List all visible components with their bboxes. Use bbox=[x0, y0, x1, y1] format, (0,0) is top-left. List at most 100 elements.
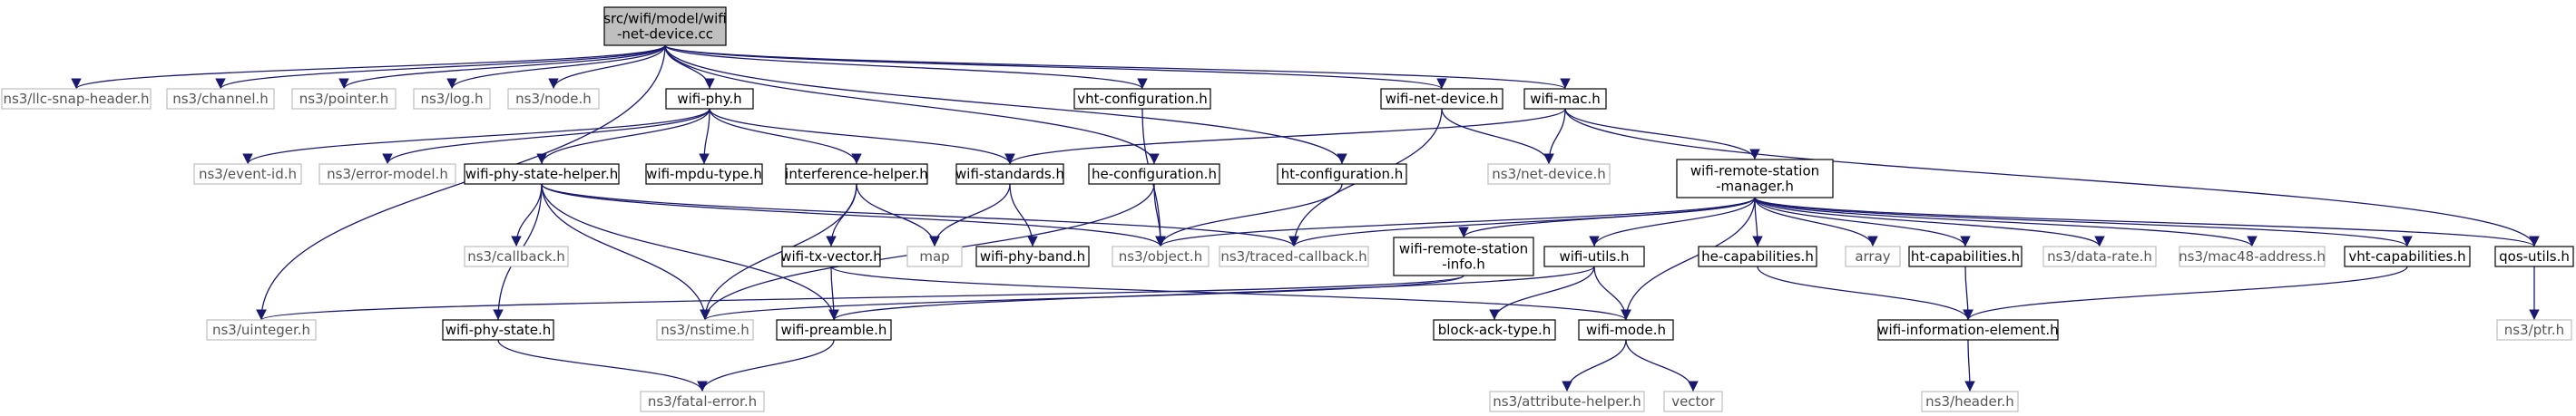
node-label: ht-configuration.h bbox=[1281, 166, 1404, 182]
node-node: ns3/node.h bbox=[507, 88, 600, 110]
node-label: ns3/mac48-address.h bbox=[2179, 248, 2326, 265]
edge-phystatehelper-to-traced bbox=[541, 183, 1299, 247]
node-box bbox=[2344, 246, 2471, 267]
node-traced: ns3/traced-callback.h bbox=[1219, 246, 1369, 267]
node-label: wifi-mode.h bbox=[1586, 322, 1666, 338]
node-array: array bbox=[1845, 246, 1901, 267]
edge-preamble-to-fatal bbox=[697, 339, 835, 392]
node-utils[interactable]: wifi-utils.h bbox=[1543, 246, 1645, 267]
node-phystatehelper[interactable]: wifi-phy-state-helper.h bbox=[464, 163, 620, 185]
node-box bbox=[1, 88, 152, 110]
node-box bbox=[665, 88, 754, 110]
node-interference[interactable]: interference-helper.h bbox=[785, 163, 928, 185]
node-uinteger: ns3/uinteger.h bbox=[206, 319, 317, 341]
node-box bbox=[906, 246, 963, 267]
node-wifiphy[interactable]: wifi-phy.h bbox=[665, 88, 754, 110]
node-box bbox=[975, 246, 1090, 267]
node-heconf[interactable]: he-configuration.h bbox=[1088, 163, 1220, 185]
node-label: ns3/ptr.h bbox=[2504, 322, 2564, 338]
node-rsinfo[interactable]: wifi-remote-station-info.h bbox=[1393, 237, 1534, 276]
node-qosutils[interactable]: qos-utils.h bbox=[2494, 246, 2574, 267]
node-label: wifi-mpdu-type.h bbox=[646, 166, 762, 182]
edge-wifinetdev-to-netdevice bbox=[1441, 108, 1554, 165]
node-label: block-ack-type.h bbox=[1438, 322, 1552, 338]
node-box bbox=[464, 246, 569, 267]
node-wifinetdev[interactable]: wifi-net-device.h bbox=[1380, 88, 1503, 110]
node-mpdutype[interactable]: wifi-mpdu-type.h bbox=[645, 163, 763, 185]
node-box bbox=[1543, 246, 1645, 267]
node-label: vht-configuration.h bbox=[1077, 91, 1207, 107]
edge-interference-to-nstime bbox=[700, 183, 857, 321]
node-label: wifi-remote-station bbox=[1690, 163, 1819, 179]
node-box bbox=[1277, 163, 1407, 185]
edge-root-to-node bbox=[548, 44, 666, 90]
node-label: ns3/net-device.h bbox=[1492, 166, 1606, 182]
node-infoelem[interactable]: wifi-information-element.h bbox=[1877, 319, 2059, 341]
node-wifimode[interactable]: wifi-mode.h bbox=[1578, 319, 1674, 341]
edge-wifiphy-to-mpdutype bbox=[699, 108, 710, 165]
edge-vhtcap-to-infoelem bbox=[1963, 266, 2408, 321]
node-label: wifi-standards.h bbox=[955, 166, 1064, 182]
edge-rsm-to-htcap bbox=[1754, 197, 1971, 247]
node-netdevice: ns3/net-device.h bbox=[1487, 163, 1611, 185]
node-root[interactable]: src/wifi/model/wifi-net-device.cc bbox=[603, 6, 727, 46]
edge-wifimac-to-rsm bbox=[1564, 108, 1760, 160]
edge-root-to-channel bbox=[215, 44, 666, 90]
node-label: ns3/error-model.h bbox=[327, 166, 448, 182]
node-rsm[interactable]: wifi-remote-station-manager.h bbox=[1676, 159, 1834, 198]
node-box bbox=[1380, 88, 1503, 110]
edge-rsm-to-utils bbox=[1589, 197, 1756, 247]
edge-wifiphy-to-phystatehelper bbox=[536, 108, 710, 165]
node-label: ns3/fatal-error.h bbox=[648, 393, 757, 410]
edge-wifimode-to-attrhelper bbox=[1562, 339, 1627, 392]
edge-phystatehelper-to-nstime bbox=[541, 183, 710, 321]
node-htcap[interactable]: ht-capabilities.h bbox=[1908, 246, 2023, 267]
node-callback: ns3/callback.h bbox=[464, 246, 569, 267]
node-wifimac[interactable]: wifi-mac.h bbox=[1523, 88, 1607, 110]
node-label: wifi-tx-vector.h bbox=[780, 248, 882, 265]
node-label: qos-utils.h bbox=[2499, 248, 2570, 265]
node-box bbox=[1433, 319, 1556, 341]
node-label: wifi-preamble.h bbox=[781, 322, 887, 338]
node-vhtcap[interactable]: vht-capabilities.h bbox=[2344, 246, 2471, 267]
node-box bbox=[291, 88, 397, 110]
node-label: wifi-mac.h bbox=[1530, 91, 1601, 107]
edge-txvector-to-preamble bbox=[828, 266, 839, 321]
edge-wifimac-to-standards bbox=[1004, 108, 1566, 165]
edge-wifiphy-to-interference bbox=[709, 108, 862, 165]
edge-root-to-pointer bbox=[338, 44, 666, 90]
edge-root-to-vhtconf bbox=[664, 44, 1148, 90]
edge-standards-to-map bbox=[929, 183, 1011, 247]
node-vhtconf[interactable]: vht-configuration.h bbox=[1073, 88, 1211, 110]
node-phystate[interactable]: wifi-phy-state.h bbox=[442, 319, 554, 341]
node-ptr: ns3/ptr.h bbox=[2496, 319, 2572, 341]
node-box bbox=[1908, 246, 2023, 267]
node-htconf[interactable]: ht-configuration.h bbox=[1277, 163, 1407, 185]
node-mac48: ns3/mac48-address.h bbox=[2179, 246, 2326, 267]
edge-wifimac-to-qosutils bbox=[1564, 108, 2540, 247]
node-label: wifi-phy.h bbox=[677, 91, 741, 107]
node-label: interference-helper.h bbox=[785, 166, 928, 182]
node-box bbox=[955, 163, 1064, 185]
node-phyband[interactable]: wifi-phy-band.h bbox=[975, 246, 1090, 267]
node-standards[interactable]: wifi-standards.h bbox=[955, 163, 1064, 185]
edge-wifiphy-to-standards bbox=[709, 108, 1015, 165]
node-box bbox=[776, 319, 892, 341]
node-map: map bbox=[906, 246, 963, 267]
node-box bbox=[1523, 88, 1607, 110]
node-preamble[interactable]: wifi-preamble.h bbox=[776, 319, 892, 341]
node-txvector[interactable]: wifi-tx-vector.h bbox=[780, 246, 882, 267]
node-box bbox=[1877, 319, 2059, 341]
node-box bbox=[1219, 246, 1369, 267]
edge-phystate-to-fatal bbox=[497, 339, 708, 392]
node-blockack[interactable]: block-ack-type.h bbox=[1433, 319, 1556, 341]
edges-layer bbox=[71, 44, 2540, 392]
edge-rsm-to-rsinfo bbox=[1458, 197, 1756, 238]
edge-txvector-to-wifimode bbox=[830, 266, 1631, 321]
node-box bbox=[2494, 246, 2574, 267]
node-hecap[interactable]: he-capabilities.h bbox=[1698, 246, 1817, 267]
node-header: ns3/header.h bbox=[1921, 391, 2019, 412]
edge-htconf-to-object bbox=[1155, 183, 1343, 247]
node-box bbox=[645, 163, 763, 185]
edge-rsm-to-mac48 bbox=[1754, 197, 2258, 247]
